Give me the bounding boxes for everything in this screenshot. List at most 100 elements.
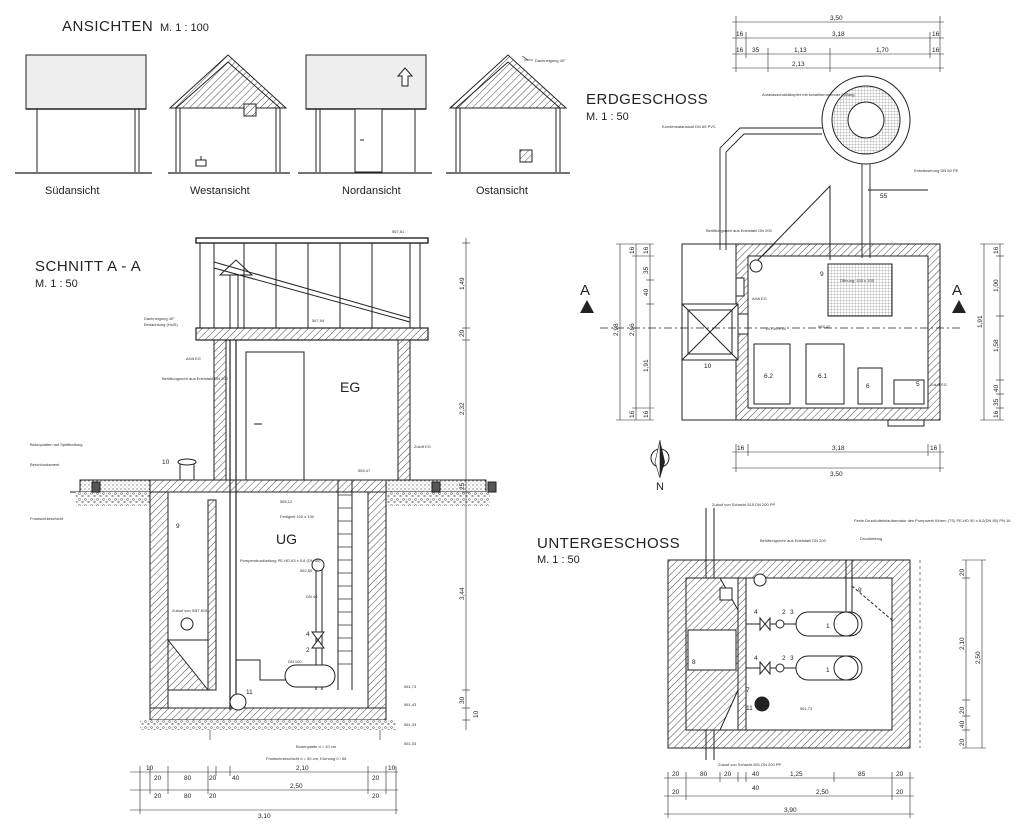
ug-label-zulauf-top: Zulauf von Schacht 815 DN 200 PP [712,502,775,507]
eg-label-61: 6.1 [818,373,827,380]
ug-n-11: 11 [746,705,753,712]
schnitt-scale: M. 1 : 50 [35,278,78,290]
eg-section-a-left: A [580,282,591,299]
vdim-0: 1,49 [459,277,466,290]
ug-bdim1-1: 80 [700,771,708,778]
suedansicht-drawing [15,54,152,174]
eg-tdim2-0: 16 [736,31,744,38]
eg-ldim-35: 35 [643,266,650,274]
level-8: 561,03 [404,741,417,746]
ug-bottom-dims [664,772,914,818]
eg-label-10: 10 [704,363,712,370]
level-5: 561,73 [404,684,417,689]
ug-right-dims [962,559,986,749]
label-zuluft: Zuluft EG [414,444,431,449]
schnitt-vertical-dims [462,238,470,730]
eg-rdim-1-58: 1,58 [993,339,1000,352]
roof-pitch-label: Dachneigung 40° [535,58,566,63]
ug-bdim1-3: 40 [752,771,760,778]
label-frostschutz-2: Frostschutzschicht d = 30 cm, Körnung 0 … [266,756,347,761]
ug-plan [667,508,921,760]
eg-right-dims [980,243,1004,421]
bdim2-1: 80 [184,793,192,800]
eg-scale: M. 1 : 50 [586,111,629,123]
level-7: 561,33 [404,722,417,727]
view-label-nord: Nordansicht [342,185,401,197]
eg-label-aha: AHA EG [752,296,767,301]
bdim2-0: 20 [154,793,162,800]
ug-label-zulauf-bottom: Zulauf von Schacht 801 DN 200 PP [718,762,781,767]
label-dachneigung: Dachneigung 40° [144,316,175,321]
eg-rdim-1-91: 1,91 [977,315,984,328]
ug-bdim2-1: 2,50 [816,789,829,796]
ug-total: 3,90 [784,807,797,814]
ug-rdim-3: 20 [959,706,966,714]
ug-label-pumpen: Feste Drucklufteinlaufarmatur des Pumpwe… [854,518,1011,523]
label-fertigteil: Fertigteil 100 x 100 [280,514,315,519]
ug-label-druck: Druckleitung [860,536,882,541]
ug-rdim-0: 20 [959,568,966,576]
ansichten-scale: M. 1 : 100 [160,22,209,34]
label-aha-eg: AHA EG [186,356,201,361]
view-label-ost: Ostansicht [476,185,528,197]
eg-bdim2: 3,50 [830,471,843,478]
label-dn40: DN 40 [306,594,318,599]
ug-title: UNTERGESCHOSS [537,535,680,552]
eg-label-5: 5 [916,381,920,388]
eg-tdim1: 3,50 [830,15,843,22]
eg-bottom-dims [732,444,944,472]
eg-title: ERDGESCHOSS [586,91,708,108]
eg-left-dims [616,243,654,421]
bdim1-0: 10 [146,765,154,772]
eg-bdim1-0: 16 [737,445,745,452]
view-label-sued: Südansicht [45,185,99,197]
vdim-6: 10 [473,710,480,718]
schnitt-number-9: 9 [176,523,180,530]
schnitt-number-10: 10 [162,459,170,466]
vdim-5: 30 [459,696,466,704]
nordansicht-drawing [298,54,432,174]
schnitt-structure [70,237,497,740]
schnitt-number-11: 11 [246,689,253,696]
bdim2-2: 20 [209,793,217,800]
ug-rdim-5: 20 [959,738,966,746]
ug-bdim2-0: 20 [672,789,680,796]
eg-tdim3-1: 35 [752,47,760,54]
ug-n-8: 9 [858,587,862,594]
eg-bdim1-1: 3,18 [832,445,845,452]
eg-label-oeffnung: Öffnung: 100 x 100 [840,278,875,283]
eg-tdim3-4: 16 [932,47,940,54]
eg-label-entwaesserung: Entwässerung DN 50 PE [914,168,959,173]
ug-n-7: 1 [826,667,830,674]
eg-tdim2-2: 16 [932,31,940,38]
label-zulauf: Zulauf von SBT 815 [172,608,208,613]
eg-ldim-16b: 16 [629,246,636,254]
eg-label-6: 6 [866,383,870,390]
eg-tdim3-0: 16 [736,47,744,54]
eg-ldim-40: 40 [643,288,650,296]
ug-bdim1b: 40 [752,785,760,792]
untergeschoss-section: UNTERGESCHOSS M. 1 : 50 [537,502,1011,818]
ug-n-0: 4 [754,609,758,616]
eg-label-do: DO 50 x 10 [766,326,787,331]
vdim-4: 3,44 [459,587,466,600]
eg-rdim-16b: 16 [993,410,1000,418]
schnitt-bottom-dims [130,766,398,814]
ug-bdim1-4: 1,25 [790,771,803,778]
bdim1-5: 2,10 [296,765,309,772]
ug-bdim1-5: 85 [858,771,866,778]
bdim2-3: 2,50 [290,783,303,790]
eg-label-belueftung: Belüftungsrohr aus Edelstahl DN 200 [706,228,773,233]
eg-label-kondensat: Kondensatauslauf DN 65 PVC [662,124,716,129]
eg-label-62: 6.2 [764,373,773,380]
schnitt-total: 3,10 [258,813,271,820]
eg-tdim2-1: 3,18 [832,31,845,38]
ug-n-2: 3 [790,609,794,616]
ug-rdim-2: 2,50 [975,651,982,664]
ug-n-10: 7 [746,687,750,694]
ug-bdim1-6: 20 [896,771,904,778]
eg-section-a-right: A [952,282,963,299]
eg-rdim-40: 40 [993,384,1000,392]
schnitt-section: SCHNITT A - A M. 1 : 50 [30,229,497,820]
